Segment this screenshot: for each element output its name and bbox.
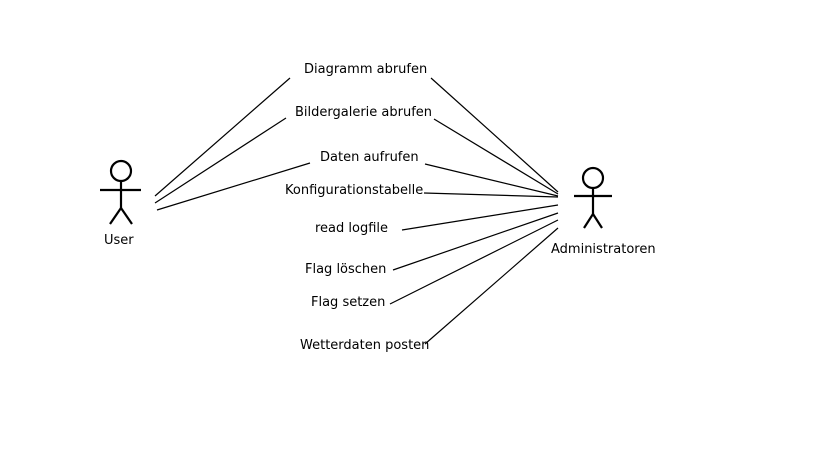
- assoc-user-uc-1: [154, 77, 291, 197]
- assoc-admin-uc-2: [433, 118, 559, 195]
- assoc-admin-uc-1: [430, 77, 559, 193]
- use-case-wetterdaten-posten: Wetterdaten posten: [300, 338, 430, 353]
- assoc-admin-uc-4: [423, 192, 559, 198]
- assoc-admin-uc-8: [424, 227, 559, 345]
- use-case-flag-loeschen: Flag löschen: [305, 262, 387, 277]
- assoc-admin-uc-7: [389, 219, 559, 305]
- user-actor-head: [109, 159, 133, 183]
- use-case-read-logfile: read logfile: [315, 221, 389, 236]
- assoc-admin-uc-3: [424, 163, 559, 197]
- user-actor-label: User: [104, 233, 134, 248]
- use-case-bildergalerie-abrufen: Bildergalerie abrufen: [295, 105, 433, 120]
- admin-actor-right-leg: [592, 213, 603, 229]
- user-actor-right-leg: [120, 207, 133, 225]
- assoc-user-uc-2: [154, 117, 287, 204]
- assoc-user-uc-3: [156, 162, 311, 211]
- use-case-daten-aufrufen: Daten aufrufen: [320, 150, 419, 165]
- user-actor-left-leg: [109, 207, 122, 225]
- use-case-flag-setzen: Flag setzen: [311, 295, 386, 310]
- admin-actor-left-leg: [583, 213, 594, 229]
- user-actor-figure: [100, 159, 141, 225]
- assoc-admin-uc-6: [392, 212, 559, 271]
- admin-actor-figure: [574, 166, 612, 229]
- admin-actor-head: [581, 166, 605, 190]
- assoc-admin-uc-5: [401, 204, 559, 231]
- use-case-konfigurationstabelle: Konfigurationstabelle: [285, 183, 424, 198]
- use-case-diagramm-abrufen: Diagramm abrufen: [304, 62, 428, 77]
- admin-actor-label: Administratoren: [551, 242, 656, 257]
